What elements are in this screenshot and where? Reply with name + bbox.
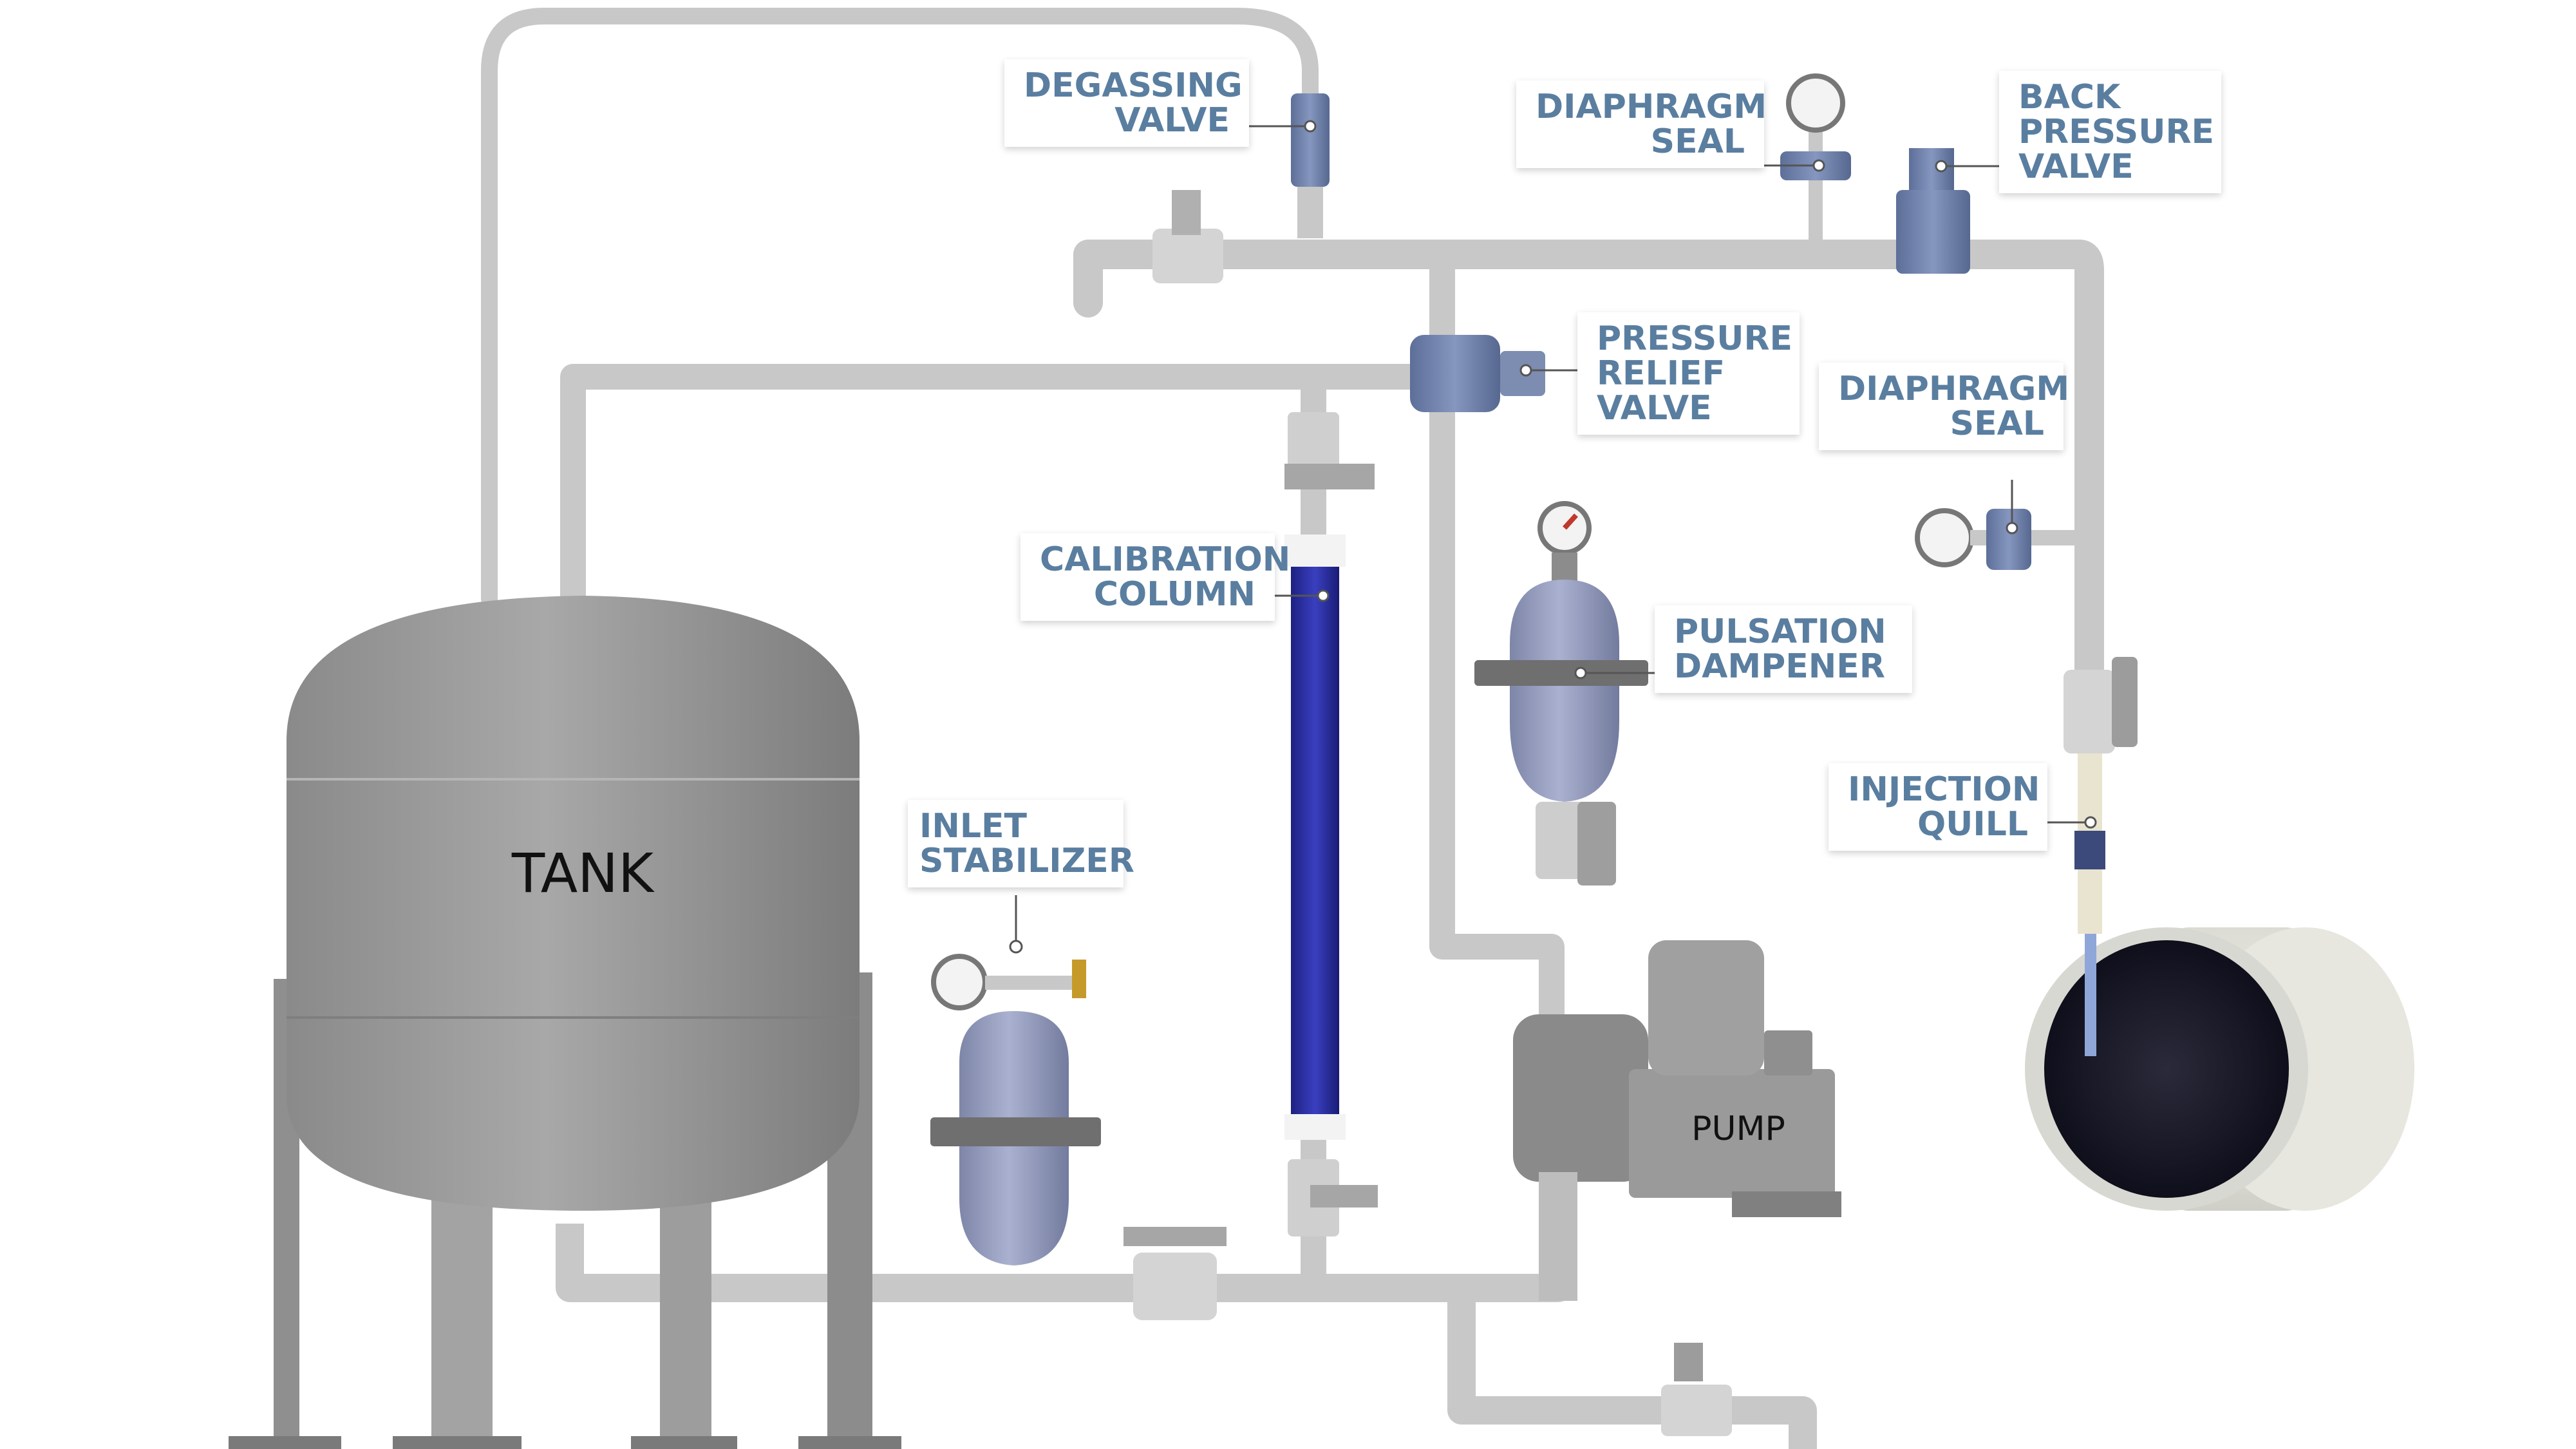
pump-discharge-pipe xyxy=(1429,258,1565,1043)
pulsation-dampener-label: PULSATION DAMPENER xyxy=(1655,605,1912,693)
label-line: INJECTION xyxy=(1848,770,2040,809)
pump-label: PUMP xyxy=(1691,1110,1785,1148)
tank-body xyxy=(287,596,860,1211)
tank-label: TANK xyxy=(511,842,655,905)
label-line: RELIEF xyxy=(1597,354,1725,393)
diaphragm-seal-right-label: DIAPHRAGM SEAL xyxy=(1819,363,2070,450)
pump: PUMP xyxy=(1513,940,1841,1301)
label-line: QUILL xyxy=(1917,805,2028,844)
tank-leg xyxy=(660,1159,711,1449)
label-line: DIAPHRAGM xyxy=(1838,370,2070,408)
back-pressure-valve-label: BACK PRESSURE VALVE xyxy=(1999,71,2221,193)
tank-foot xyxy=(798,1436,901,1449)
label-line: PULSATION xyxy=(1674,612,1886,651)
label-line: VALVE xyxy=(1597,389,1712,428)
label-line: DAMPENER xyxy=(1674,647,1885,686)
label-line: PRESSURE xyxy=(2018,113,2215,151)
inlet-stabilizer-label: INLET STABILIZER xyxy=(908,800,1134,887)
label-line: SEAL xyxy=(1950,404,2044,443)
tank: TANK xyxy=(229,596,901,1449)
label-line: INLET xyxy=(919,807,1027,846)
diaphragm-seal-right xyxy=(1915,508,2089,570)
tank-foot xyxy=(631,1436,737,1449)
label-line: VALVE xyxy=(1114,101,1230,140)
degassing-valve-label: DEGASSING VALVE xyxy=(1004,59,1249,147)
relief-return-pipe xyxy=(560,364,1436,599)
label-line: COLUMN xyxy=(1093,575,1255,614)
label-line: PRESSURE xyxy=(1597,319,1793,358)
quill-isolation-valve xyxy=(2064,657,2138,753)
inlet-stabilizer xyxy=(930,895,1101,1265)
diaphragm-seal-top xyxy=(1780,73,1851,251)
label-line: SEAL xyxy=(1650,122,1745,161)
calibration-column-label: CALIBRATION COLUMN xyxy=(1020,533,1291,621)
tank-foot xyxy=(393,1436,522,1449)
label-line: DEGASSING xyxy=(1024,66,1243,105)
injection-quill xyxy=(2074,753,2105,934)
label-line: BACK xyxy=(2018,78,2121,117)
drain-valve xyxy=(1661,1343,1732,1436)
callout-leaders xyxy=(1249,125,2085,824)
pressure-relief-valve-label: PRESSURE RELIEF VALVE xyxy=(1577,312,1800,435)
back-pressure-valve xyxy=(1896,148,1970,274)
calibration-column xyxy=(1284,412,1378,1236)
label-line: DIAPHRAGM xyxy=(1536,88,1767,126)
header-ball-valve xyxy=(1152,190,1223,283)
diaphragm-seal-top-label: DIAPHRAGM SEAL xyxy=(1516,80,1767,168)
label-line: STABILIZER xyxy=(919,842,1134,880)
injection-quill-label: INJECTION QUILL xyxy=(1829,763,2047,851)
degassing-valve xyxy=(1291,93,1330,238)
main-process-pipe xyxy=(2025,927,2414,1211)
pulsation-dampener xyxy=(1474,501,1648,886)
label-line: VALVE xyxy=(2018,147,2134,186)
tank-foot xyxy=(229,1436,341,1449)
pressure-relief-valve xyxy=(1410,335,1545,412)
label-line: CALIBRATION xyxy=(1040,540,1291,579)
top-header-pipe xyxy=(1073,240,2104,743)
suction-ball-valve xyxy=(1123,1227,1227,1320)
degassing-return-pipe xyxy=(481,8,1319,607)
